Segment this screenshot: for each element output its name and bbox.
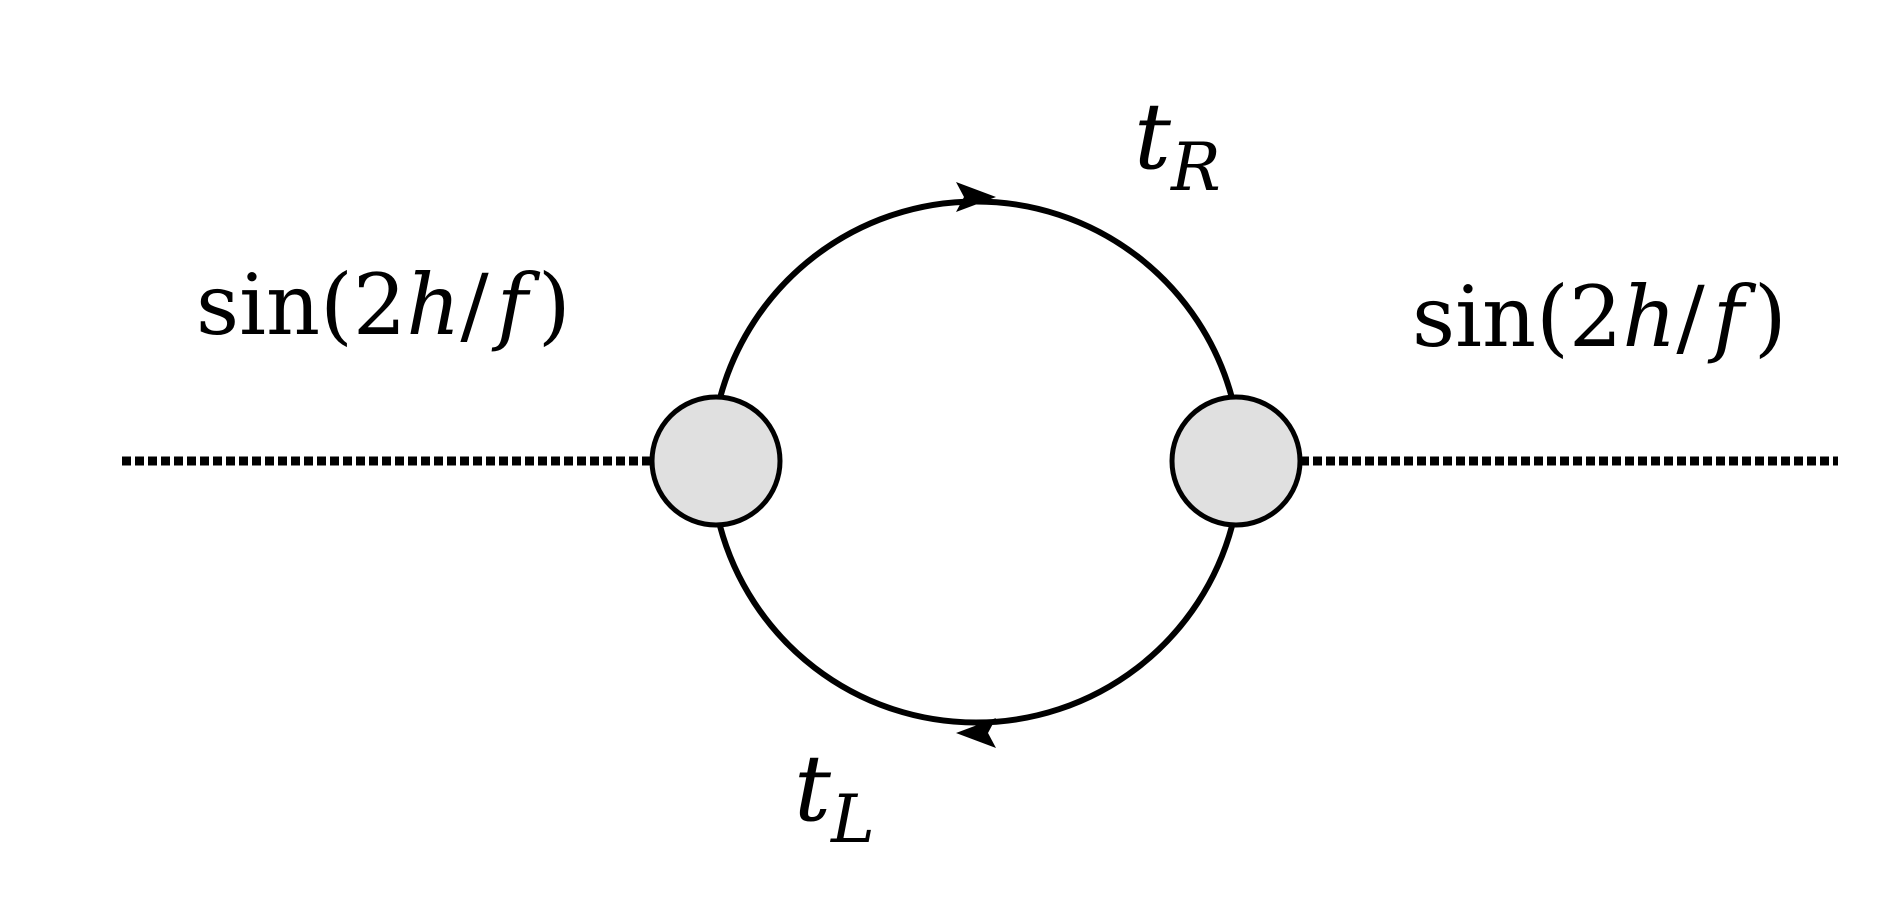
top-propagator-arc bbox=[717, 198, 1235, 399]
right-label-func: sin bbox=[1412, 268, 1536, 366]
left-label-var: h bbox=[406, 256, 460, 354]
tL-base: t bbox=[794, 735, 832, 842]
right-vertex-blob bbox=[1169, 394, 1303, 528]
left-label-open: ( bbox=[320, 256, 353, 354]
tR-sub: R bbox=[1170, 129, 1221, 206]
left-label-den: f bbox=[491, 256, 541, 354]
bottom-propagator-label: tL bbox=[794, 735, 875, 858]
left-label-func: sin bbox=[196, 256, 320, 354]
right-label-open: ( bbox=[1536, 268, 1569, 366]
left-label-close: ) bbox=[538, 256, 571, 354]
bottom-propagator-arc bbox=[717, 525, 1235, 726]
left-label-slash: / bbox=[460, 256, 489, 354]
left-label-coef: 2 bbox=[353, 256, 406, 354]
right-coupling-label: sin(2h/f) bbox=[1412, 268, 1787, 366]
right-label-den: f bbox=[1707, 268, 1757, 366]
bottom-arrow-icon bbox=[956, 718, 996, 748]
right-label-coef: 2 bbox=[1569, 268, 1622, 366]
left-coupling-label: sin(2h/f) bbox=[196, 256, 571, 354]
right-label-close: ) bbox=[1754, 268, 1787, 366]
tL-sub: L bbox=[830, 781, 875, 858]
right-label-slash: / bbox=[1676, 268, 1705, 366]
top-propagator-label: tR bbox=[1134, 83, 1221, 206]
right-label-var: h bbox=[1622, 268, 1676, 366]
left-vertex-blob bbox=[649, 394, 783, 528]
tR-base: t bbox=[1134, 83, 1172, 190]
top-arrow-icon bbox=[956, 182, 996, 212]
